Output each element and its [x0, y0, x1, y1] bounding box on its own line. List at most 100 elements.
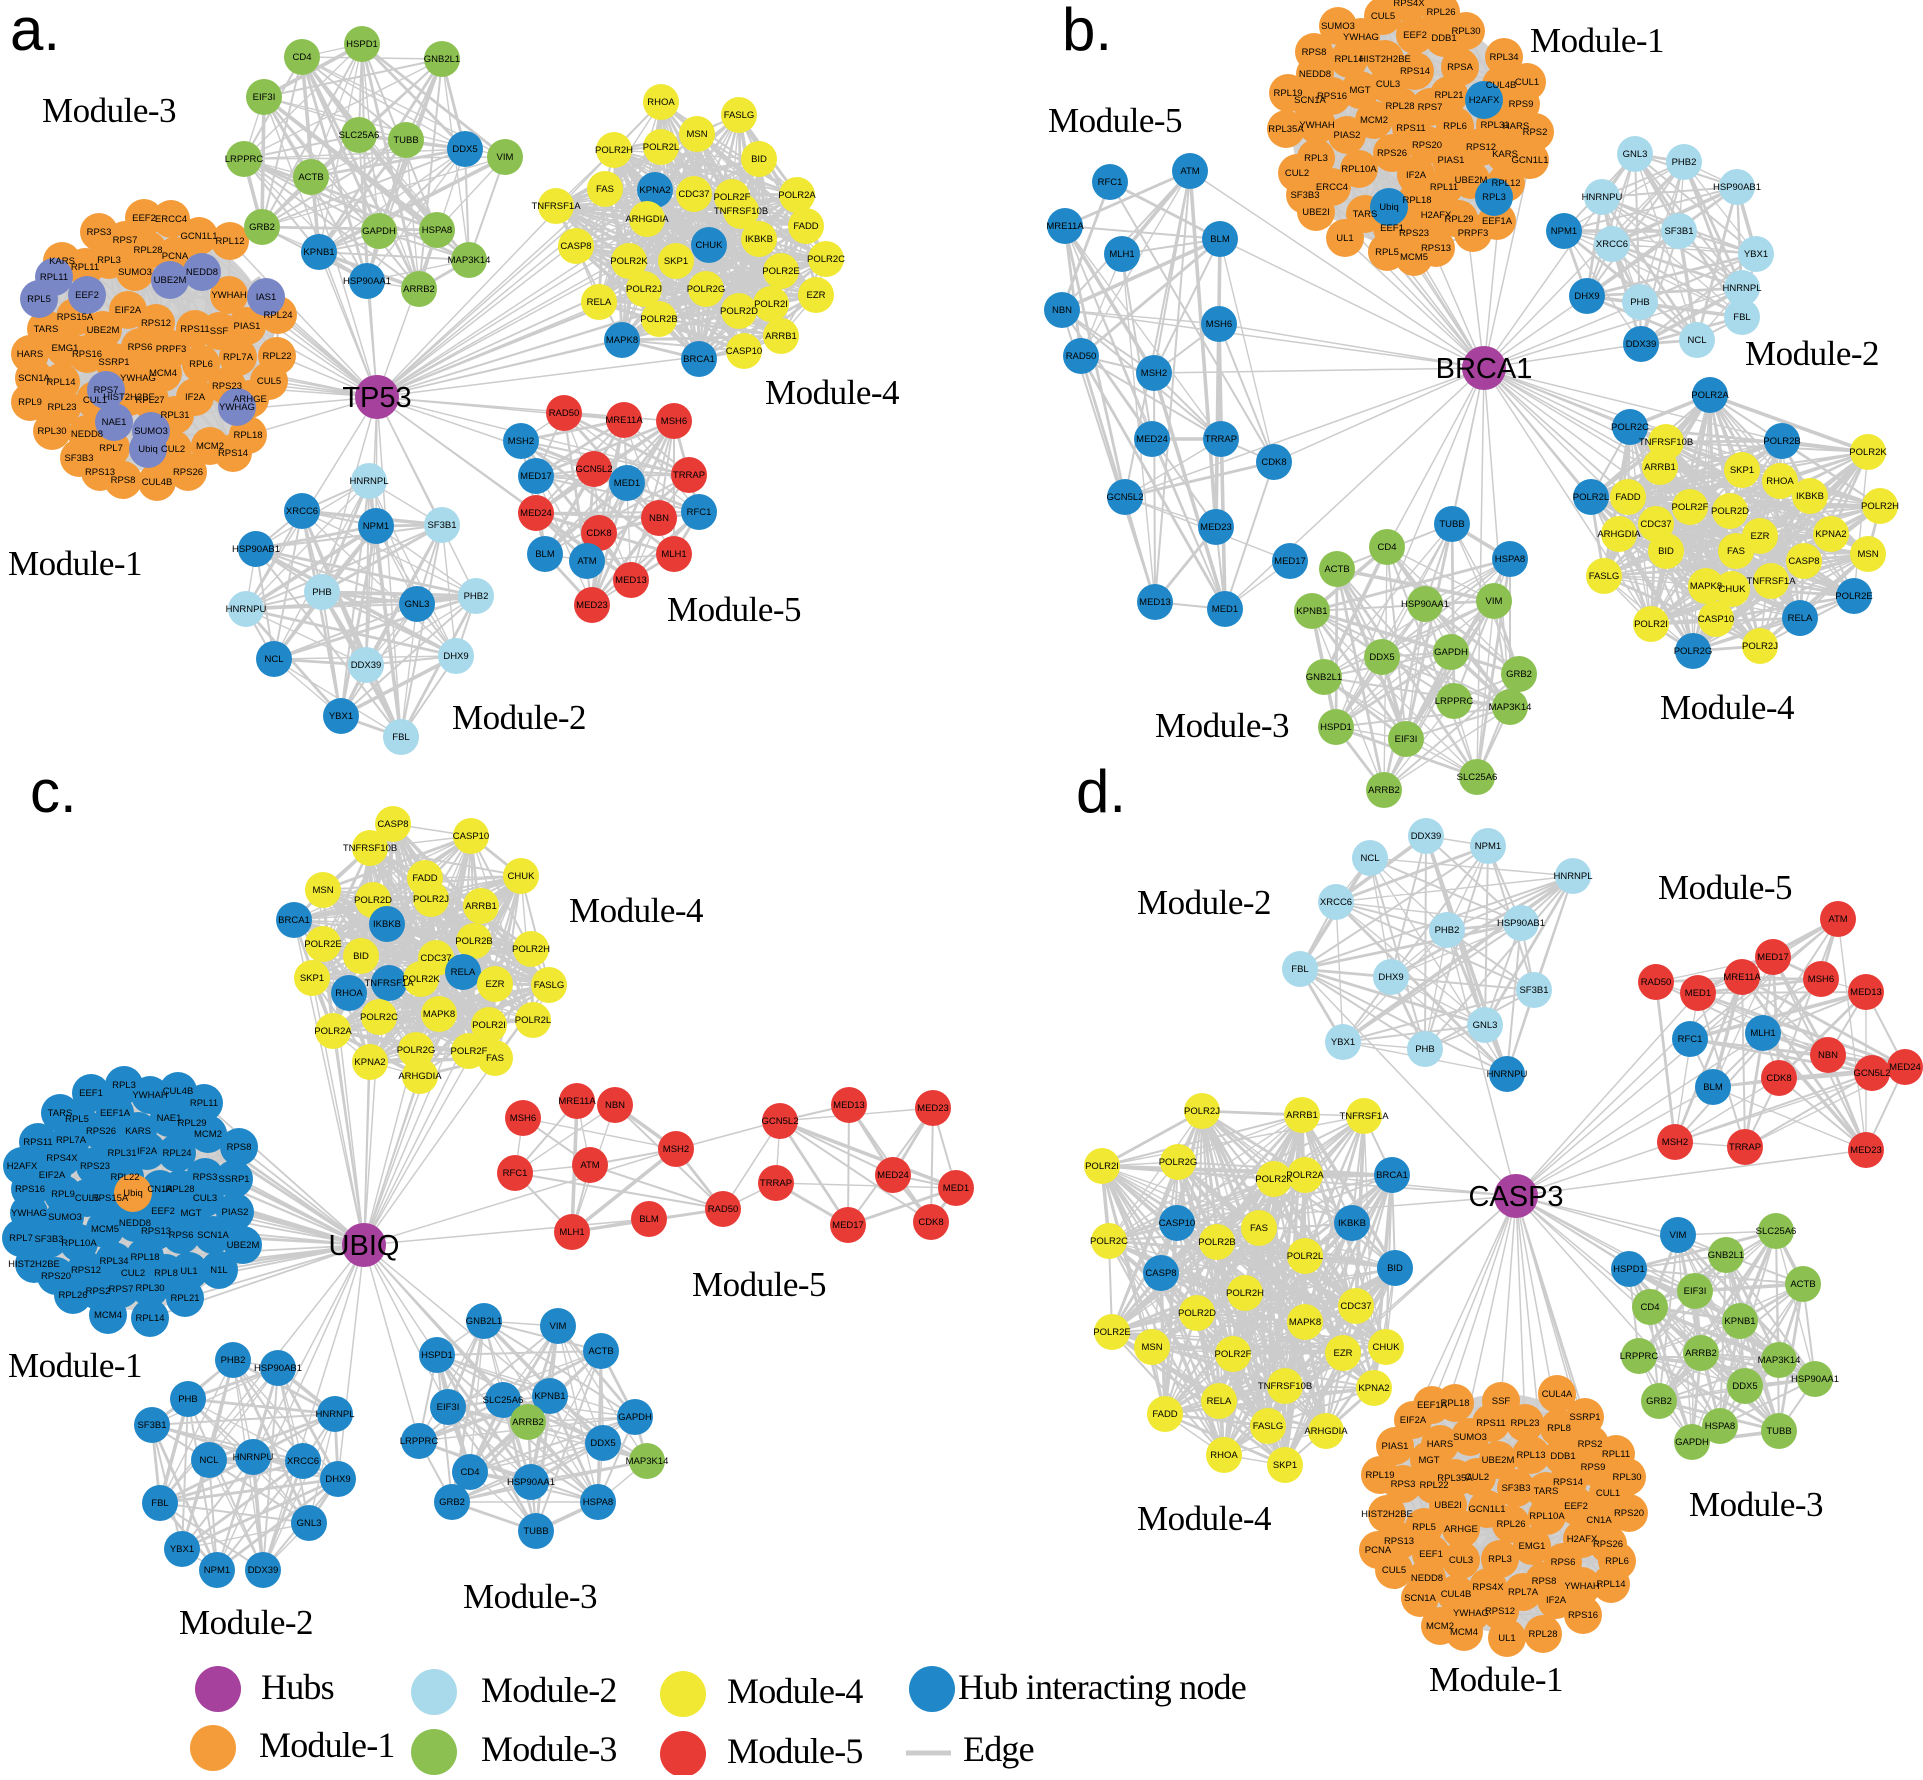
svg-text:FBL: FBL	[1291, 964, 1308, 975]
svg-text:DHX9: DHX9	[1574, 291, 1599, 302]
svg-text:MAPK8: MAPK8	[1690, 581, 1722, 592]
svg-text:RPS7: RPS7	[94, 385, 119, 396]
svg-text:NEDD8: NEDD8	[186, 267, 218, 278]
svg-text:POLR2H: POLR2H	[1226, 1288, 1264, 1299]
svg-text:GRB2: GRB2	[249, 222, 275, 233]
svg-text:CD4: CD4	[1377, 542, 1396, 553]
svg-text:YWHAG: YWHAG	[219, 402, 255, 413]
svg-text:GNL3: GNL3	[1473, 1020, 1498, 1031]
svg-text:RPL19: RPL19	[1273, 88, 1302, 99]
svg-text:TNFRSF10B: TNFRSF10B	[1639, 437, 1693, 448]
svg-text:Module-5: Module-5	[727, 1731, 863, 1771]
svg-text:POLR2G: POLR2G	[1159, 1157, 1198, 1168]
svg-text:RPS13: RPS13	[85, 467, 115, 478]
svg-text:NEDD8: NEDD8	[71, 429, 103, 440]
svg-text:BLM: BLM	[639, 1214, 659, 1225]
svg-text:RPS6: RPS6	[128, 342, 153, 353]
svg-text:RELA: RELA	[587, 297, 612, 308]
svg-text:MED23: MED23	[917, 1103, 949, 1114]
svg-text:EIF3I: EIF3I	[1684, 1286, 1707, 1297]
svg-text:MED23: MED23	[1850, 1145, 1882, 1156]
svg-text:RPS11: RPS11	[180, 324, 209, 335]
svg-text:SLC25A6: SLC25A6	[483, 1395, 524, 1406]
svg-text:MCM5: MCM5	[1400, 252, 1428, 263]
svg-text:SF3B1: SF3B1	[1519, 985, 1548, 996]
svg-text:RPL21: RPL21	[170, 1293, 199, 1304]
svg-text:RPS20: RPS20	[41, 1271, 71, 1282]
svg-text:CD4: CD4	[292, 52, 311, 63]
svg-text:Module-2: Module-2	[179, 1603, 313, 1642]
svg-text:RPL30: RPL30	[37, 426, 66, 437]
svg-text:FASLG: FASLG	[724, 110, 755, 121]
svg-text:HIST2H2BE: HIST2H2BE	[103, 392, 155, 403]
svg-text:Module-3: Module-3	[481, 1729, 617, 1769]
svg-text:EIF2A: EIF2A	[115, 305, 142, 316]
svg-text:YBX1: YBX1	[329, 711, 353, 722]
svg-text:EIF2A: EIF2A	[39, 1170, 66, 1181]
svg-text:IKBKB: IKBKB	[373, 919, 401, 930]
svg-text:Module-4: Module-4	[727, 1671, 863, 1711]
svg-text:SCN1A: SCN1A	[1294, 95, 1326, 106]
svg-text:EEF1: EEF1	[1380, 223, 1404, 234]
svg-text:POLR2I: POLR2I	[472, 1020, 506, 1031]
svg-text:RPL7: RPL7	[99, 443, 123, 454]
svg-text:ERCC4: ERCC4	[155, 214, 187, 225]
svg-text:PIAS1: PIAS1	[234, 321, 261, 332]
svg-text:UBE2M: UBE2M	[1455, 175, 1488, 186]
svg-text:CUL4B: CUL4B	[163, 1086, 194, 1097]
svg-text:ARHGE: ARHGE	[233, 394, 267, 405]
svg-text:NBN: NBN	[605, 1100, 625, 1111]
svg-text:MED1: MED1	[614, 478, 640, 489]
svg-text:SSRP1: SSRP1	[1569, 1412, 1600, 1423]
svg-text:RPS26: RPS26	[86, 1126, 116, 1137]
svg-text:RPL18: RPL18	[1440, 1398, 1469, 1409]
svg-text:MED17: MED17	[1274, 556, 1306, 567]
svg-text:CDC37: CDC37	[420, 953, 451, 964]
svg-text:RPSA: RPSA	[1447, 62, 1474, 73]
svg-text:FASLG: FASLG	[1589, 571, 1620, 582]
svg-text:RPL28: RPL28	[165, 1184, 194, 1195]
svg-text:RHOA: RHOA	[1766, 476, 1794, 487]
svg-text:MED13: MED13	[833, 1100, 865, 1111]
svg-text:HNRNPU: HNRNPU	[1582, 192, 1623, 203]
svg-text:Ubiq: Ubiq	[1379, 202, 1399, 213]
svg-text:YWHAG: YWHAG	[1453, 1608, 1489, 1619]
svg-text:HSPA8: HSPA8	[583, 1497, 613, 1508]
svg-text:RPL12: RPL12	[215, 236, 244, 247]
svg-text:RPS2: RPS2	[1523, 127, 1548, 138]
svg-text:Module-5: Module-5	[692, 1265, 826, 1304]
svg-text:RPL3: RPL3	[1488, 1554, 1512, 1565]
svg-text:RPS2: RPS2	[1578, 1439, 1603, 1450]
svg-text:RPS9: RPS9	[1581, 1462, 1606, 1473]
svg-text:POLR2C: POLR2C	[807, 254, 845, 265]
svg-text:RPS4X: RPS4X	[46, 1153, 78, 1164]
svg-text:FBL: FBL	[1733, 312, 1750, 323]
svg-text:GCN1L1: GCN1L1	[1512, 155, 1549, 166]
svg-text:SF3B1: SF3B1	[427, 520, 456, 531]
svg-text:SUMO3: SUMO3	[1453, 1432, 1487, 1443]
svg-text:GCN5L2: GCN5L2	[1107, 492, 1144, 503]
svg-text:ARRB1: ARRB1	[465, 901, 497, 912]
svg-text:EMG1: EMG1	[52, 343, 79, 354]
svg-text:MED24: MED24	[1136, 434, 1168, 445]
svg-text:RPS20: RPS20	[1614, 1508, 1644, 1519]
svg-text:HIST2H2BE: HIST2H2BE	[1361, 1509, 1413, 1520]
svg-text:RAD50: RAD50	[549, 408, 580, 419]
svg-text:PHB: PHB	[1630, 297, 1650, 308]
svg-text:POLR2H: POLR2H	[595, 145, 633, 156]
svg-text:CASP10: CASP10	[1159, 1218, 1195, 1229]
svg-text:RPL10A: RPL10A	[61, 1238, 97, 1249]
svg-text:HNRNPL: HNRNPL	[1722, 283, 1761, 294]
svg-text:UBE2M: UBE2M	[87, 325, 120, 336]
svg-text:DDX39: DDX39	[248, 1565, 279, 1576]
svg-text:POLR2C: POLR2C	[360, 1012, 398, 1023]
svg-text:BID: BID	[1658, 546, 1674, 557]
svg-text:RPL11: RPL11	[1602, 1449, 1630, 1460]
svg-text:Hubs: Hubs	[261, 1667, 334, 1707]
svg-text:RPS13: RPS13	[1421, 243, 1451, 254]
svg-text:POLR2G: POLR2G	[687, 284, 726, 295]
svg-text:RPL23: RPL23	[47, 402, 76, 413]
svg-text:EZR: EZR	[1751, 531, 1770, 542]
svg-text:POLR2C: POLR2C	[1611, 422, 1649, 433]
svg-text:DDB1: DDB1	[1431, 33, 1456, 44]
